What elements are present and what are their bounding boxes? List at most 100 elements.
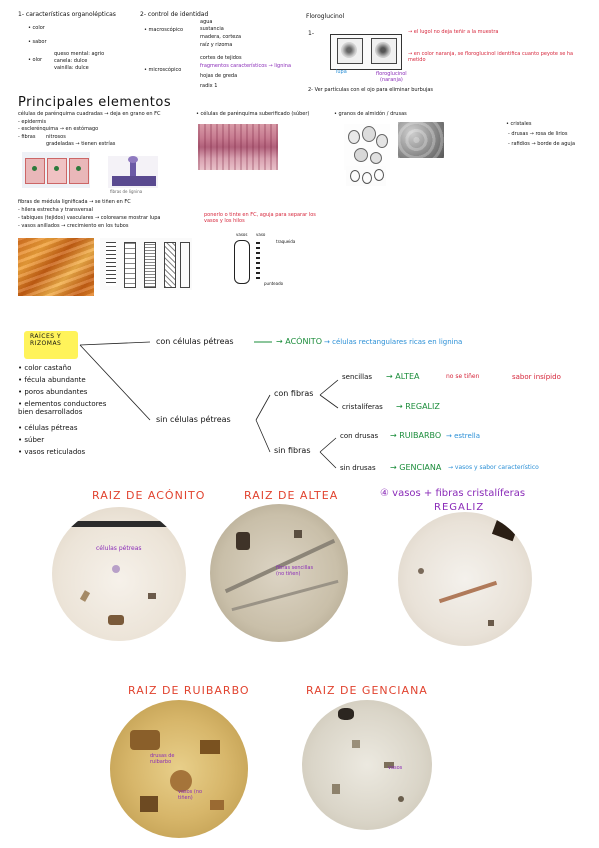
label-naranja: (naranja) [380, 77, 403, 83]
col2-label-traqueida: traqueida [276, 239, 296, 244]
col1-block2-lead: fibras de médula lignificada → se tiñen … [18, 199, 131, 205]
macro-item-2: sustancia [200, 26, 224, 32]
col1-sub-2: gradeladas → tienen estrías [46, 141, 116, 147]
sin-drusas: sin drusas [340, 464, 376, 472]
root-prop-3: • poros abundantes [18, 388, 88, 396]
tree-root-label: RAÍCES Y RIZOMAS [30, 333, 62, 347]
col1-item-1: - epidermis [18, 119, 47, 125]
micro-item-4: radix 1 [200, 83, 218, 89]
tree-root: RAÍCES Y RIZOMAS [24, 331, 78, 359]
col2-label-vasos: vasos [236, 232, 248, 237]
micrograph-genciana [302, 700, 432, 830]
micrograph-regaliz [398, 512, 532, 646]
altea-flavor: sabor insípido [512, 373, 561, 381]
root-prop-6: • súber [18, 436, 45, 444]
col2-label-punteado: punteado [264, 281, 284, 286]
col3-item-2: - drusas → rosa de lirios [508, 131, 568, 137]
col1-item-2: - esclerénquima → en estómago [18, 126, 99, 132]
micrograph-aconito [52, 507, 186, 641]
macro-item-1: agua [200, 19, 213, 25]
label-lupa: lupa [336, 69, 347, 75]
tricoma-illustration [108, 156, 158, 188]
micro-item-3: hojas de greda [200, 73, 238, 79]
altea-note: no se tiñen [446, 373, 480, 380]
note-lugol: → el lugol no deja teñir a la muestra [408, 29, 499, 35]
label-macro: • macroscópico [144, 27, 184, 33]
aconito-node: → ACÓNITO [276, 337, 322, 346]
root-prop-5: • células pétreas [18, 424, 78, 432]
slide-illustration [330, 34, 402, 70]
col1-block2-item-3: - vasos anillados → crecimiento en los t… [18, 223, 129, 229]
section-title: Principales elementos [18, 95, 172, 110]
micro-item-1: cortes de tejidos [200, 55, 242, 61]
col3-lead: • granos de almidón / drusas [334, 111, 407, 117]
traqueida-drawing [256, 242, 260, 282]
fibras-illustration [22, 152, 90, 188]
olor-sub-1: queso mental: agrio [54, 51, 105, 57]
micro-title-genciana: RAIZ DE GENCIANA [306, 684, 428, 697]
micro-label-drusas: drusas de ruibarbo [150, 753, 175, 765]
item-color: • color [28, 25, 45, 31]
con-drusas: con drusas [340, 432, 379, 440]
heading-floroglucinol: Floroglucinol [306, 13, 345, 20]
vasos-diagram [100, 238, 192, 290]
heading-organolepticas: 1- características organolépticas [18, 11, 116, 18]
micro-title-ruibarbo: RAIZ DE RUIBARBO [128, 684, 250, 697]
micrograph-altea [210, 504, 348, 642]
item-sabor: • sabor [28, 39, 47, 45]
micro-note: fragmentos característicos → lignina [200, 63, 292, 69]
label-micro: • microscópico [144, 67, 182, 73]
sin-fibras: sin fibras [274, 446, 311, 455]
con-fibras: con fibras [274, 389, 314, 398]
vasos-photo [18, 238, 94, 296]
micro-label-fibras: fibras sencillas (no tiñen) [276, 565, 314, 577]
olor-sub-2: canela: dulce [54, 58, 88, 64]
micro-label-vasos-genciana: vasos [388, 765, 403, 771]
macro-item-3: madera, corteza [200, 34, 242, 40]
col1-item-3: - fibras [18, 134, 36, 140]
root-prop-4: • elementos conductores bien desarrollad… [18, 400, 107, 417]
branch-con-petreas: con células pétreas [156, 337, 234, 346]
micro-title-aconito: RAIZ DE ACÓNITO [92, 489, 206, 502]
cristales-drawing [346, 166, 386, 186]
genciana-node: → GENCIANA [390, 463, 442, 472]
note-naranja: → en color naranja, se floroglucinol ide… [408, 51, 574, 63]
ruibarbo-node: → RUIBARBO [390, 431, 442, 440]
root-prop-7: • vasos reticulados [18, 448, 86, 456]
micrograph-ruibarbo [110, 700, 248, 838]
col3-item-1: • cristales [506, 121, 532, 127]
col2-lead: • células de parénquima suberificado (sú… [196, 111, 310, 117]
col1-lead: células de parénquima cuadradas → deja e… [18, 111, 161, 117]
suber-photo [198, 124, 278, 170]
macro-item-4: raíz y rizoma [200, 42, 233, 48]
col2-red-note: ponerlo o tinte en FC, aguja para separa… [204, 212, 316, 224]
micro-label-petreas: células pétreas [96, 545, 142, 552]
genciana-desc: → vasos y sabor característico [448, 464, 539, 471]
col1-sub-1: nitrosos [46, 134, 66, 140]
micro-title-regaliz-2: REGALIZ [434, 502, 485, 513]
col1-caption: fibras de lignina [110, 189, 143, 194]
branch-sin-petreas: sin células pétreas [156, 415, 231, 424]
sencillas: sencillas [342, 373, 373, 381]
vaso-drawing [234, 240, 250, 284]
label-floroglucinol: floroglucinol [376, 71, 407, 77]
aconito-desc: → células rectangulares ricas en lignina [324, 338, 463, 346]
step-1: 1- [308, 30, 314, 37]
ruibarbo-desc: → estrella [446, 432, 480, 440]
almidon-drawing [344, 124, 390, 170]
root-prop-2: • fécula abundante [18, 376, 86, 384]
micro-title-altea: RAIZ DE ALTEA [244, 489, 339, 502]
olor-sub-3: vainilla: dulce [54, 65, 89, 71]
drusas-photo [398, 122, 444, 158]
regaliz-node: → REGALIZ [396, 402, 440, 411]
heading-control: 2- control de identidad [140, 11, 209, 18]
col1-block2-item-2: - tabiques (tejidos) vasculares → colore… [18, 215, 161, 221]
micro-label-vasos-ruibarbo: vasos (no tiñen) [178, 789, 203, 801]
step-2: 2- Ver partículas con el ojo para elimin… [308, 87, 433, 93]
root-prop-1: • color castaño [18, 364, 72, 372]
micro-title-regaliz: ④ vasos + fibras cristalíferas [380, 488, 526, 499]
altea-node: → ALTEA [386, 372, 420, 381]
col2-label-vaso: vaso [256, 232, 266, 237]
cristaliferas: cristalíferas [342, 403, 383, 411]
